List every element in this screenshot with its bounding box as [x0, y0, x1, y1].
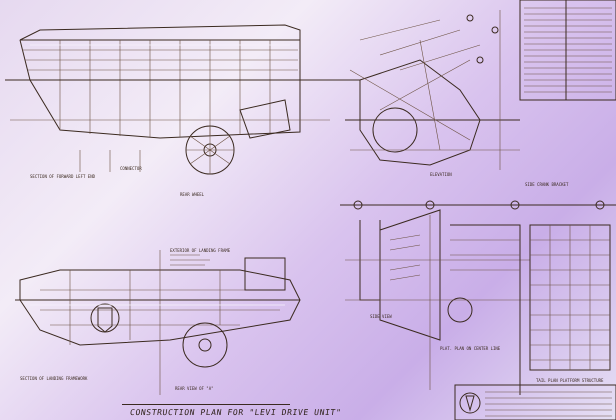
svg-text:SECTION OF FORWARD LEFT END: SECTION OF FORWARD LEFT END	[30, 174, 96, 179]
detail-lower-right: TAIL PLAN PLATFORM STRUCTURE	[529, 224, 611, 383]
svg-text:REAR WHEEL: REAR WHEEL	[180, 192, 205, 197]
notes-block	[519, 0, 616, 101]
drawing-title: CONSTRUCTION PLAN FOR "LEVI DRIVE UNIT"	[129, 408, 342, 417]
svg-text:REAR VIEW OF "A": REAR VIEW OF "A"	[175, 386, 214, 391]
drawing-title-block: CONSTRUCTION PLAN FOR "LEVI DRIVE UNIT"	[122, 404, 342, 420]
plan-view-lower-left: SECTION OF LANDING FRAMEWORK REAR VIEW O…	[15, 248, 301, 395]
title-block-lower-right	[454, 384, 616, 420]
svg-text:SIDE VIEW: SIDE VIEW	[370, 314, 392, 319]
svg-text:SIDE CRANK BRACKET: SIDE CRANK BRACKET	[525, 182, 569, 187]
svg-text:CONNECTOR: CONNECTOR	[120, 166, 142, 171]
reference-line	[340, 200, 616, 210]
section-lower-middle: SIDE VIEW PLAT. PLAN ON CENTER LINE	[345, 209, 530, 395]
svg-text:ELEVATION: ELEVATION	[430, 172, 452, 177]
svg-text:PLAT. PLAN ON CENTER LINE: PLAT. PLAN ON CENTER LINE	[440, 346, 501, 351]
svg-text:EXTERIOR OF LANDING FRAME: EXTERIOR OF LANDING FRAME	[170, 248, 231, 253]
svg-text:SECTION OF LANDING FRAMEWORK: SECTION OF LANDING FRAMEWORK	[20, 376, 88, 381]
svg-text:TAIL PLAN PLATFORM STRUCTURE: TAIL PLAN PLATFORM STRUCTURE	[536, 378, 604, 383]
elevation-upper-right: ELEVATION SIDE CRANK BRACKET	[345, 10, 569, 187]
side-view-upper-left: SECTION OF FORWARD LEFT END REAR WHEEL C…	[5, 24, 360, 197]
